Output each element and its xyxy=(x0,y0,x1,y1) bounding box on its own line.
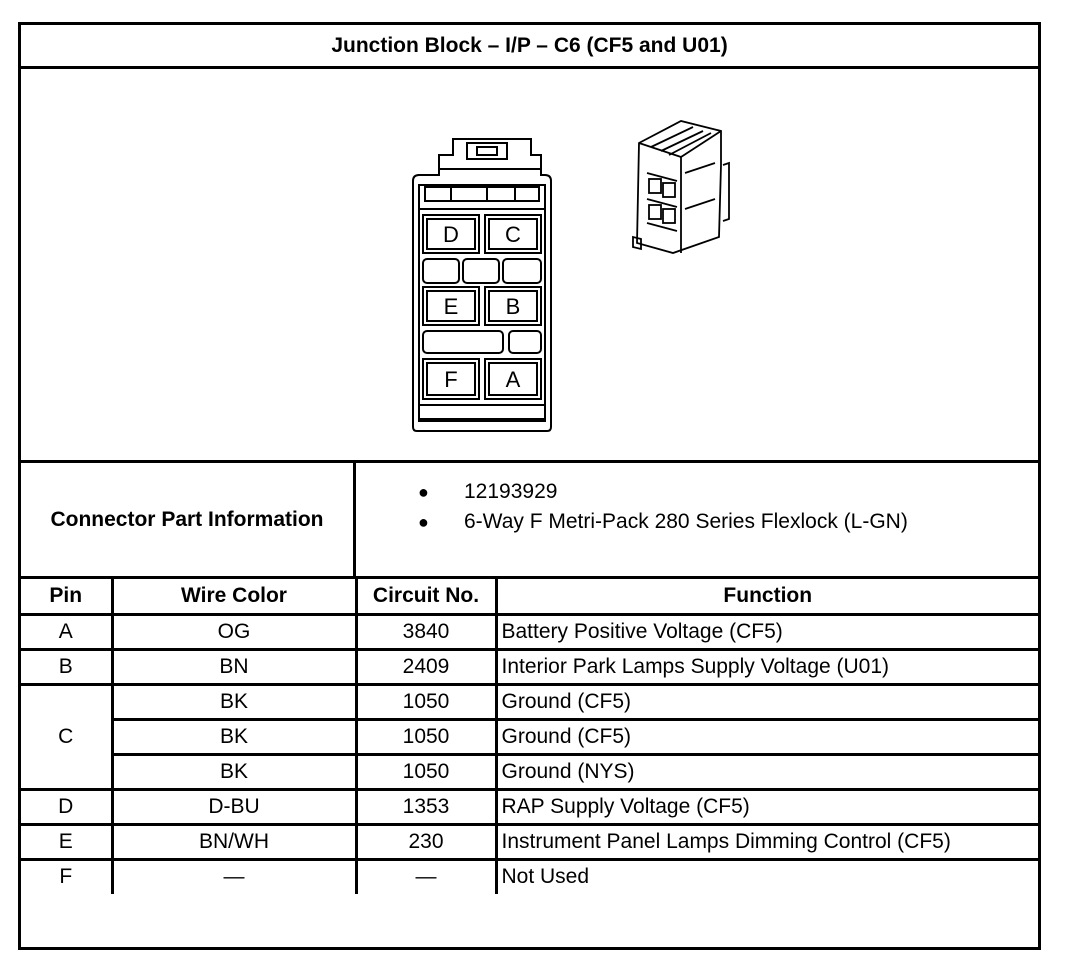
connector-illustration: D C E B F A xyxy=(21,69,1038,463)
function-cell: Interior Park Lamps Supply Voltage (U01) xyxy=(494,647,1038,686)
cavity-label-d: D xyxy=(443,222,459,247)
wire-color-cell: BK xyxy=(112,752,358,791)
sheet-title: Junction Block – I/P – C6 (CF5 and U01) xyxy=(21,25,1038,69)
circuit-cell: 1050 xyxy=(354,717,498,756)
wire-color-cell: BN xyxy=(110,647,358,686)
wire-color-cell: — xyxy=(110,857,358,894)
circuit-cell: 3840 xyxy=(354,612,498,651)
table-row: BK 1050 Ground (CF5) xyxy=(21,717,1038,756)
table-row: D D-BU 1353 RAP Supply Voltage (CF5) xyxy=(21,787,1038,826)
cavity-label-b: B xyxy=(506,294,521,319)
bullet-icon: ● xyxy=(418,482,429,502)
table-row: A OG 3840 Battery Positive Voltage (CF5) xyxy=(21,612,1038,651)
part-description-item: ● 6-Way F Metri-Pack 280 Series Flexlock… xyxy=(356,507,1038,537)
connector-3d-thumbnail xyxy=(632,120,730,254)
circuit-cell: 230 xyxy=(354,822,498,861)
pin-cell: F xyxy=(21,857,114,894)
pinout-table: Pin Wire Color Circuit No. Function A OG… xyxy=(21,579,1038,894)
cavity-label-c: C xyxy=(505,222,521,247)
header-circuit: Circuit No. xyxy=(354,579,498,616)
wire-color-cell: BK xyxy=(110,682,358,721)
function-cell: Not Used xyxy=(494,857,1038,894)
cavity-label-a: A xyxy=(506,367,521,392)
pin-cell: A xyxy=(21,612,114,651)
table-row: BK 1050 Ground (NYS) xyxy=(21,752,1038,791)
part-number-item: ● 12193929 xyxy=(356,477,1038,507)
table-header-row: Pin Wire Color Circuit No. Function xyxy=(21,579,1038,616)
part-description: 6-Way F Metri-Pack 280 Series Flexlock (… xyxy=(464,510,908,533)
circuit-cell: 1353 xyxy=(354,787,498,826)
connector-part-info: Connector Part Information ● 12193929 ● … xyxy=(21,463,1038,579)
wire-color-cell: BK xyxy=(112,717,358,756)
header-function: Function xyxy=(494,579,1038,616)
table-row: C BK 1050 Ground (CF5) xyxy=(21,682,1038,791)
table-row: B BN 2409 Interior Park Lamps Supply Vol… xyxy=(21,647,1038,686)
connector-sheet: Junction Block – I/P – C6 (CF5 and U01) xyxy=(18,22,1041,950)
pin-cell: E xyxy=(21,822,114,861)
wire-color-cell: D-BU xyxy=(110,787,358,826)
connector-part-info-list: ● 12193929 ● 6-Way F Metri-Pack 280 Seri… xyxy=(356,463,1038,576)
connector-face-drawing: D C E B F A xyxy=(412,120,730,432)
table-row: F — — Not Used xyxy=(21,857,1038,894)
header-pin: Pin xyxy=(21,579,114,616)
part-number: 12193929 xyxy=(464,480,558,503)
function-cell: Ground (CF5) xyxy=(494,717,1038,756)
function-cell: RAP Supply Voltage (CF5) xyxy=(494,787,1038,826)
pin-cell: D xyxy=(21,787,114,826)
wire-color-cell: OG xyxy=(110,612,358,651)
circuit-cell: 1050 xyxy=(354,752,498,791)
pin-cell: C xyxy=(21,682,114,791)
circuit-cell: 2409 xyxy=(354,647,498,686)
circuit-cell: 1050 xyxy=(354,682,498,721)
function-cell: Instrument Panel Lamps Dimming Control (… xyxy=(494,822,1038,861)
function-cell: Battery Positive Voltage (CF5) xyxy=(494,612,1038,651)
bullet-icon: ● xyxy=(418,512,429,532)
wire-color-cell: BN/WH xyxy=(110,822,358,861)
cavity-label-f: F xyxy=(444,367,457,392)
connector-part-info-label: Connector Part Information xyxy=(21,463,356,576)
pin-cell: B xyxy=(21,647,114,686)
cavity-label-e: E xyxy=(444,294,459,319)
circuit-cell: — xyxy=(354,857,498,894)
table-row: E BN/WH 230 Instrument Panel Lamps Dimmi… xyxy=(21,822,1038,861)
function-cell: Ground (NYS) xyxy=(494,752,1038,791)
header-wire-color: Wire Color xyxy=(110,579,358,616)
function-cell: Ground (CF5) xyxy=(494,682,1038,721)
